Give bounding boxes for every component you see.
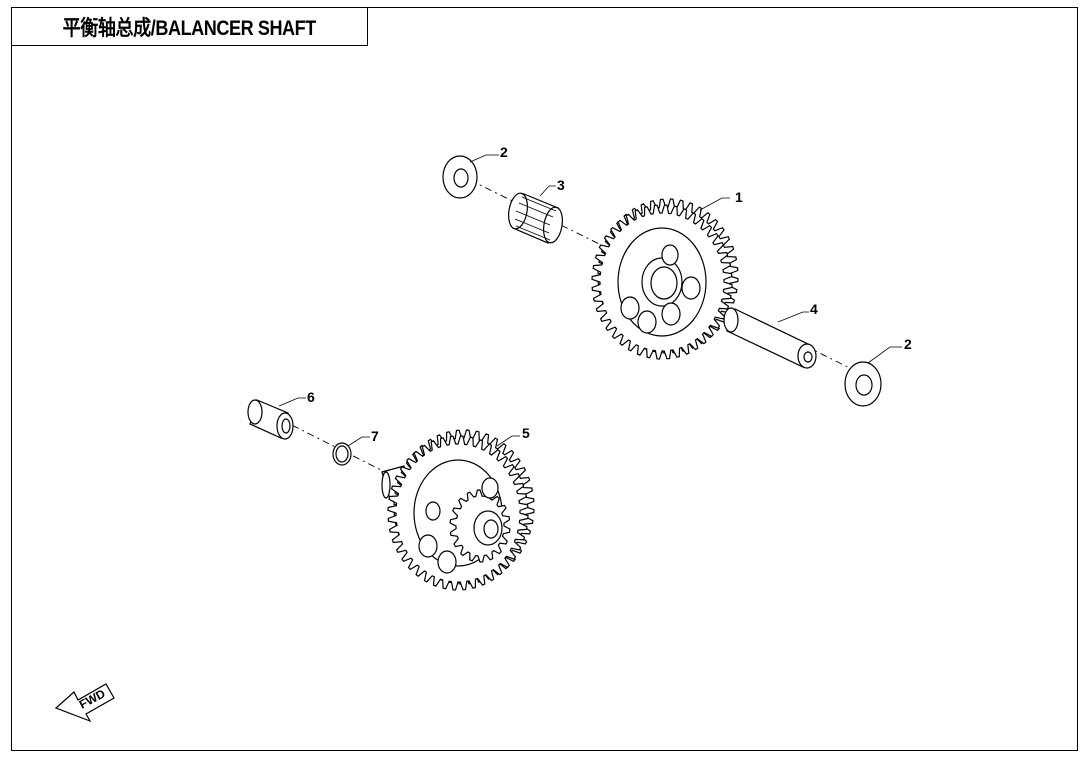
leader-lines [278, 154, 902, 447]
bushing-icon [247, 399, 294, 440]
callout-3: 3 [557, 177, 565, 193]
large-gear-icon [591, 198, 739, 360]
shaft-pin-icon [723, 307, 817, 369]
callout-4: 4 [810, 301, 818, 317]
title-box: 平衡轴总成/BALANCER SHAFT [11, 7, 368, 46]
callout-6: 6 [307, 389, 315, 405]
page-title: 平衡轴总成/BALANCER SHAFT [62, 16, 317, 40]
callout-1: 1 [735, 189, 743, 205]
callout-7: 7 [371, 428, 379, 444]
washer-icon [844, 361, 882, 407]
washer-icon [442, 155, 478, 199]
callout-5: 5 [522, 425, 530, 441]
callout-2-upper: 2 [500, 144, 508, 160]
o-ring-icon [332, 442, 352, 466]
callout-2-right: 2 [904, 336, 912, 352]
fwd-arrow-icon: FWD [54, 683, 115, 723]
drawing-frame [11, 7, 1078, 751]
balancer-gear-assembly-icon [381, 429, 535, 591]
needle-bearing-icon [508, 192, 563, 244]
